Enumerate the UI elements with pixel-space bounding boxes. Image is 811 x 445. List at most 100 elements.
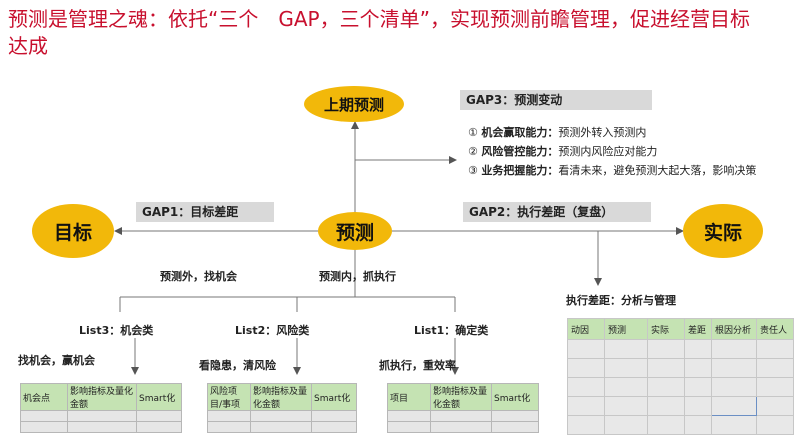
node-forecast-label: 预测 bbox=[335, 221, 374, 244]
node-prior-label: 上期预测 bbox=[323, 95, 384, 114]
gap3-item-2-text: 预测内风险应对能力 bbox=[558, 145, 658, 158]
table-cell bbox=[756, 396, 794, 416]
gap3-item-3-num: ③ bbox=[468, 164, 478, 177]
table-header-cell: 责任人 bbox=[756, 318, 794, 340]
table-cell bbox=[67, 410, 137, 422]
table-header-cell: 影响指标及量化金额 bbox=[67, 383, 137, 411]
list1-label: List1：确定类 bbox=[414, 324, 489, 337]
table-cell bbox=[567, 358, 605, 378]
table-cell bbox=[430, 421, 492, 433]
branch-outside-label: 预测外，找机会 bbox=[160, 270, 237, 283]
table-cell bbox=[604, 358, 648, 378]
table-cell bbox=[756, 339, 794, 359]
gap3-item-2-bold: 风险管控能力： bbox=[481, 145, 559, 158]
motto-list2: 看隐患，清风险 bbox=[199, 359, 276, 372]
table-header-cell: Smart化 bbox=[136, 383, 182, 411]
table-cell bbox=[207, 421, 251, 433]
motto-list1: 抓执行，重效率 bbox=[379, 359, 456, 372]
table-cell bbox=[491, 421, 539, 433]
table-cell bbox=[207, 410, 251, 422]
table-header-cell: 项目 bbox=[387, 383, 431, 411]
node-target-label: 目标 bbox=[53, 221, 92, 244]
table-cell bbox=[684, 396, 712, 416]
table-cell bbox=[647, 415, 685, 435]
table-cell bbox=[20, 410, 68, 422]
gap3-item-1: ① 机会赢取能力：预测外转入预测内 bbox=[468, 124, 646, 140]
table-cell bbox=[684, 339, 712, 359]
table-cell bbox=[604, 415, 648, 435]
table-header-cell: Smart化 bbox=[491, 383, 539, 411]
table-header-cell: 影响指标及量化金额 bbox=[250, 383, 312, 411]
table-header-cell: 根因分析 bbox=[711, 318, 757, 340]
table-cell bbox=[567, 377, 605, 397]
list3-label: List3：机会类 bbox=[79, 324, 154, 337]
table-cell bbox=[136, 421, 182, 433]
table-cell bbox=[647, 396, 685, 416]
table-header-cell: 实际 bbox=[647, 318, 685, 340]
table-cell bbox=[684, 377, 712, 397]
gap3-item-3: ③ 业务把握能力：看清未来，避免预测大起大落，影响决策 bbox=[468, 162, 756, 178]
page-title: 预测是管理之魂：依托“三个 GAP，三个清单”，实现预测前瞻管理，促进经营目标达… bbox=[8, 7, 750, 58]
table-cell bbox=[756, 358, 794, 378]
gap3-label: GAP3：预测变动 bbox=[460, 90, 652, 110]
selected-cell[interactable] bbox=[711, 396, 757, 416]
table-cell bbox=[67, 421, 137, 433]
gap3-item-2-num: ② bbox=[468, 145, 478, 158]
table-header-cell: 差距 bbox=[684, 318, 712, 340]
table-cell bbox=[711, 415, 757, 435]
table-cell bbox=[684, 415, 712, 435]
table-header-cell: 预测 bbox=[604, 318, 648, 340]
list2-label: List2：风险类 bbox=[235, 324, 310, 337]
gap1-label: GAP1：目标差距 bbox=[136, 202, 274, 222]
table-cell bbox=[711, 358, 757, 378]
table-cell bbox=[250, 421, 312, 433]
exec-gap-title: 执行差距：分析与管理 bbox=[566, 294, 676, 307]
table-cell bbox=[711, 339, 757, 359]
gap3-item-1-text: 预测外转入预测内 bbox=[558, 126, 647, 139]
gap3-item-2: ② 风险管控能力：预测内风险应对能力 bbox=[468, 143, 657, 159]
motto-list3: 找机会，赢机会 bbox=[18, 354, 95, 367]
branch-inside-label: 预测内，抓执行 bbox=[319, 270, 396, 283]
table-cell bbox=[567, 339, 605, 359]
table-header-cell: 机会点 bbox=[20, 383, 68, 411]
table-cell bbox=[756, 415, 794, 435]
node-forecast: 预测 bbox=[318, 212, 392, 250]
table-cell bbox=[647, 358, 685, 378]
table-cell bbox=[311, 410, 357, 422]
table-cell bbox=[311, 421, 357, 433]
table-cell bbox=[711, 377, 757, 397]
exec-gap-table: 动因 预测 实际 差距 根因分析 责任人 bbox=[567, 318, 794, 435]
table-cell bbox=[430, 410, 492, 422]
table-cell bbox=[567, 396, 605, 416]
gap2-label: GAP2：执行差距（复盘） bbox=[463, 202, 651, 222]
gap3-item-3-text: 看清未来，避免预测大起大落，影响决策 bbox=[558, 164, 757, 177]
table-cell bbox=[756, 377, 794, 397]
node-actual: 实际 bbox=[683, 204, 763, 258]
table-cell bbox=[387, 410, 431, 422]
table-cell bbox=[647, 377, 685, 397]
table-header-cell: 风险项目/事项 bbox=[207, 383, 251, 411]
table-header-cell: Smart化 bbox=[311, 383, 357, 411]
table-cell bbox=[647, 339, 685, 359]
table-cell bbox=[604, 339, 648, 359]
table-cell bbox=[604, 377, 648, 397]
node-prior-forecast: 上期预测 bbox=[304, 86, 404, 122]
table-header-cell: 影响指标及量化金额 bbox=[430, 383, 492, 411]
table-cell bbox=[136, 410, 182, 422]
table-cell bbox=[20, 421, 68, 433]
table-header-cell: 动因 bbox=[567, 318, 605, 340]
gap3-item-3-bold: 业务把握能力： bbox=[481, 164, 559, 177]
list2-table: 风险项目/事项 影响指标及量化金额 Smart化 bbox=[207, 383, 357, 433]
gap3-item-1-bold: 机会赢取能力： bbox=[481, 126, 559, 139]
table-cell bbox=[604, 396, 648, 416]
table-cell bbox=[684, 358, 712, 378]
node-target: 目标 bbox=[32, 204, 114, 258]
table-cell bbox=[567, 415, 605, 435]
gap3-item-1-num: ① bbox=[468, 126, 478, 139]
table-cell bbox=[387, 421, 431, 433]
list3-table: 机会点 影响指标及量化金额 Smart化 bbox=[20, 383, 182, 433]
list1-table: 项目 影响指标及量化金额 Smart化 bbox=[387, 383, 539, 433]
table-cell bbox=[491, 410, 539, 422]
node-actual-label: 实际 bbox=[703, 221, 742, 244]
